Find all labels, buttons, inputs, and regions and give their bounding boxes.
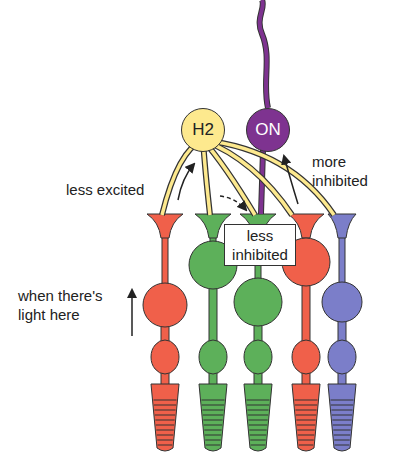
cone-part xyxy=(292,340,320,374)
disc-stroke xyxy=(204,425,222,426)
cone-part xyxy=(151,340,179,374)
disc-stroke xyxy=(251,445,266,446)
disc-stroke xyxy=(247,400,270,401)
cone-part xyxy=(244,384,272,451)
disc-stroke xyxy=(154,400,177,401)
disc-stroke xyxy=(334,440,350,441)
disc-stroke xyxy=(296,420,315,421)
disc-stroke xyxy=(331,410,352,411)
disc-stroke xyxy=(297,425,315,426)
disc-stroke xyxy=(202,410,223,411)
disc-stroke xyxy=(247,405,269,406)
disc-stroke xyxy=(202,400,225,401)
disc-stroke xyxy=(248,420,267,421)
disc-stroke xyxy=(250,435,266,436)
disc-stroke xyxy=(299,445,314,446)
disc-stroke xyxy=(203,420,222,421)
horizontal-cell: H2 xyxy=(181,108,225,152)
cone-part xyxy=(244,340,272,374)
disc-stroke xyxy=(296,415,316,416)
effect-note: more inhibited xyxy=(312,152,392,190)
cone-part xyxy=(199,340,227,374)
disc-stroke xyxy=(155,415,175,416)
cone-part xyxy=(292,384,320,451)
disc-stroke xyxy=(297,430,314,431)
disc-stroke xyxy=(331,400,354,401)
disc-stroke xyxy=(295,410,316,411)
disc-stroke xyxy=(247,410,268,411)
disc-stroke xyxy=(334,435,350,436)
disc-stroke xyxy=(154,405,176,406)
disc-stroke xyxy=(205,440,221,441)
cell-label: H2 xyxy=(192,120,214,140)
effect-note: less inhibited xyxy=(224,224,296,266)
disc-stroke xyxy=(157,435,173,436)
cone-part xyxy=(322,282,362,322)
cone-part xyxy=(328,340,356,374)
disc-stroke xyxy=(204,430,221,431)
cone-part xyxy=(328,384,356,451)
disc-stroke xyxy=(250,440,266,441)
disc-stroke xyxy=(154,410,175,411)
disc-stroke xyxy=(332,415,352,416)
disc-stroke xyxy=(333,430,350,431)
disc-stroke xyxy=(158,445,173,446)
arrows xyxy=(132,156,298,336)
disc-stroke xyxy=(205,435,221,436)
disc-stroke xyxy=(335,445,350,446)
cell-label: ON xyxy=(255,120,281,140)
disc-stroke xyxy=(298,435,314,436)
stimulus-note: when there's light here xyxy=(18,286,122,324)
cone-part xyxy=(328,214,356,238)
disc-stroke xyxy=(295,405,317,406)
disc-stroke xyxy=(249,425,267,426)
on-bipolar-cell: ON xyxy=(246,108,290,152)
disc-stroke xyxy=(331,405,353,406)
disc-stroke xyxy=(155,420,174,421)
disc-stroke xyxy=(156,430,173,431)
disc-stroke xyxy=(206,445,221,446)
disc-stroke xyxy=(248,415,268,416)
disc-stroke xyxy=(203,415,223,416)
disc-stroke xyxy=(332,420,351,421)
disc-stroke xyxy=(156,425,174,426)
disc-stroke xyxy=(249,430,266,431)
disc-stroke xyxy=(157,440,173,441)
cone-part xyxy=(234,278,282,326)
effect-note: less excited xyxy=(66,180,176,199)
cone-part xyxy=(199,384,227,451)
disc-stroke xyxy=(202,405,224,406)
disc-stroke xyxy=(295,400,318,401)
disc-stroke xyxy=(333,425,351,426)
cone-part xyxy=(143,283,187,327)
cone-part xyxy=(151,384,179,451)
cone-cells xyxy=(143,214,362,451)
h2-dendrites xyxy=(162,140,334,215)
disc-stroke xyxy=(298,440,314,441)
cone-part xyxy=(147,214,183,238)
